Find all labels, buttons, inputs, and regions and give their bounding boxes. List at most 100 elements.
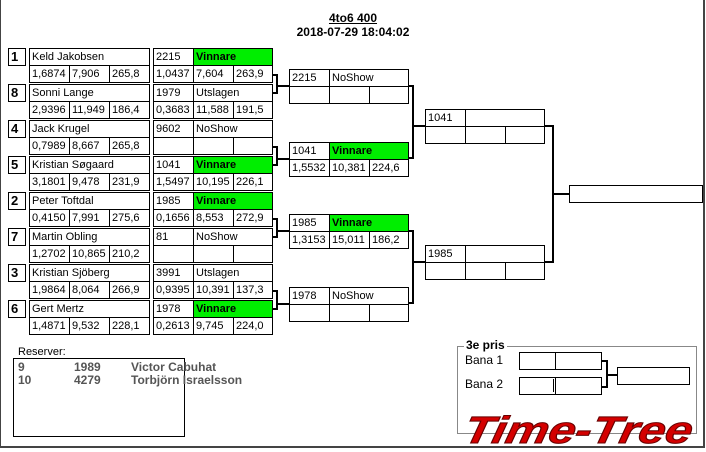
round1-result-number[interactable]: 9602	[153, 120, 194, 138]
quarter-result-value[interactable]	[289, 86, 330, 104]
round1-result-value[interactable]	[153, 137, 194, 155]
round1-result-value[interactable]: 224,0	[233, 317, 273, 335]
quarter-result-value[interactable]	[329, 304, 370, 322]
semi-result-status[interactable]	[465, 109, 545, 127]
semi-result-value[interactable]	[465, 262, 506, 280]
player-name[interactable]: Gert Mertz	[29, 300, 150, 318]
quarter-result-value[interactable]: 186,2	[369, 231, 409, 249]
player-value[interactable]: 0,7989	[29, 137, 70, 155]
round1-result-value[interactable]: 0,2613	[153, 317, 194, 335]
round1-result-number[interactable]: 1985	[153, 192, 194, 210]
round1-result-number[interactable]: 2215	[153, 48, 194, 66]
round1-result-status[interactable]: Vinnare	[193, 192, 273, 210]
player-value[interactable]: 1,6874	[29, 65, 70, 83]
round1-result-status[interactable]: NoShow	[193, 228, 273, 246]
round1-result-value[interactable]: 226,1	[233, 173, 273, 191]
player-value[interactable]: 265,8	[109, 137, 150, 155]
quarter-result-number[interactable]: 1985	[289, 214, 330, 232]
third-prize-winner[interactable]	[617, 367, 690, 385]
bana2-status[interactable]	[555, 377, 602, 395]
semi-result-value[interactable]	[425, 126, 466, 144]
semi-result-number[interactable]: 1041	[425, 109, 466, 127]
round1-result-number[interactable]: 1978	[153, 300, 194, 318]
quarter-result-status[interactable]: NoShow	[329, 69, 409, 87]
round1-result-number[interactable]: 1979	[153, 84, 194, 102]
quarter-result-value[interactable]: 10,381	[329, 159, 370, 177]
quarter-result-value[interactable]	[329, 86, 370, 104]
quarter-result-value[interactable]: 1,5532	[289, 159, 330, 177]
quarter-result-value[interactable]: 1,3153	[289, 231, 330, 249]
quarter-result-number[interactable]: 1041	[289, 142, 330, 160]
round1-result-value[interactable]	[233, 245, 273, 263]
player-value[interactable]: 210,2	[109, 245, 150, 263]
round1-result-value[interactable]: 11,588	[193, 101, 234, 119]
player-name[interactable]: Sonni Lange	[29, 84, 150, 102]
round1-result-value[interactable]: 137,3	[233, 281, 273, 299]
round1-result-status[interactable]: Vinnare	[193, 300, 273, 318]
quarter-result-status[interactable]: Vinnare	[329, 142, 409, 160]
quarter-result-value[interactable]: 15,011	[329, 231, 370, 249]
round1-result-value[interactable]: 191,5	[233, 101, 273, 119]
round1-result-value[interactable]	[193, 245, 234, 263]
player-value[interactable]: 186,4	[109, 101, 150, 119]
bana1-num[interactable]	[519, 352, 556, 370]
round1-result-value[interactable]: 0,9395	[153, 281, 194, 299]
quarter-result-status[interactable]: NoShow	[329, 287, 409, 305]
player-value[interactable]: 1,9864	[29, 281, 70, 299]
player-value[interactable]: 275,6	[109, 209, 150, 227]
final-winner[interactable]	[569, 185, 703, 203]
round1-result-value[interactable]: 1,5497	[153, 173, 194, 191]
player-name[interactable]: Peter Toftdal	[29, 192, 150, 210]
bana2-num[interactable]	[519, 377, 556, 395]
player-name[interactable]: Martin Obling	[29, 228, 150, 246]
player-value[interactable]: 266,9	[109, 281, 150, 299]
player-name[interactable]: Keld Jakobsen	[29, 48, 150, 66]
round1-result-value[interactable]: 8,553	[193, 209, 234, 227]
reserves-list[interactable]: 9 1989 Victor Cabuhat 10 4279 Torbjörn I…	[13, 358, 242, 437]
semi-result-value[interactable]	[505, 126, 545, 144]
player-value[interactable]: 8,064	[69, 281, 110, 299]
round1-result-number[interactable]: 3991	[153, 264, 194, 282]
round1-result-value[interactable]: 1,0437	[153, 65, 194, 83]
quarter-result-value[interactable]	[369, 304, 409, 322]
round1-result-number[interactable]: 81	[153, 228, 194, 246]
round1-result-value[interactable]: 10,391	[193, 281, 234, 299]
quarter-result-number[interactable]: 1978	[289, 287, 330, 305]
player-value[interactable]: 11,949	[69, 101, 110, 119]
player-value[interactable]: 3,1801	[29, 173, 70, 191]
round1-result-status[interactable]: Vinnare	[193, 48, 273, 66]
round1-result-status[interactable]: Vinnare	[193, 156, 273, 174]
player-value[interactable]: 1,2702	[29, 245, 70, 263]
player-value[interactable]: 10,865	[69, 245, 110, 263]
round1-result-value[interactable]: 0,3683	[153, 101, 194, 119]
round1-result-status[interactable]: Utslagen	[193, 84, 273, 102]
round1-result-value[interactable]: 0,1656	[153, 209, 194, 227]
player-value[interactable]: 2,9396	[29, 101, 70, 119]
player-value[interactable]: 7,906	[69, 65, 110, 83]
quarter-result-value[interactable]	[369, 86, 409, 104]
semi-result-value[interactable]	[425, 262, 466, 280]
player-name[interactable]: Jack Krugel	[29, 120, 150, 138]
player-value[interactable]: 9,478	[69, 173, 110, 191]
player-value[interactable]: 265,8	[109, 65, 150, 83]
player-name[interactable]: Kristian Søgaard	[29, 156, 150, 174]
player-value[interactable]: 1,4871	[29, 317, 70, 335]
round1-result-value[interactable]	[153, 245, 194, 263]
player-value[interactable]: 231,9	[109, 173, 150, 191]
bana1-status[interactable]	[555, 352, 602, 370]
player-value[interactable]: 7,991	[69, 209, 110, 227]
round1-result-value[interactable]: 263,9	[233, 65, 273, 83]
semi-result-value[interactable]	[505, 262, 545, 280]
round1-result-value[interactable]: 9,745	[193, 317, 234, 335]
round1-result-value[interactable]	[233, 137, 273, 155]
player-value[interactable]: 9,532	[69, 317, 110, 335]
quarter-result-value[interactable]: 224,6	[369, 159, 409, 177]
round1-result-value[interactable]: 10,195	[193, 173, 234, 191]
semi-result-status[interactable]	[465, 245, 545, 263]
semi-result-value[interactable]	[465, 126, 506, 144]
semi-result-number[interactable]: 1985	[425, 245, 466, 263]
round1-result-number[interactable]: 1041	[153, 156, 194, 174]
player-value[interactable]: 228,1	[109, 317, 150, 335]
quarter-result-number[interactable]: 2215	[289, 69, 330, 87]
round1-result-status[interactable]: Utslagen	[193, 264, 273, 282]
